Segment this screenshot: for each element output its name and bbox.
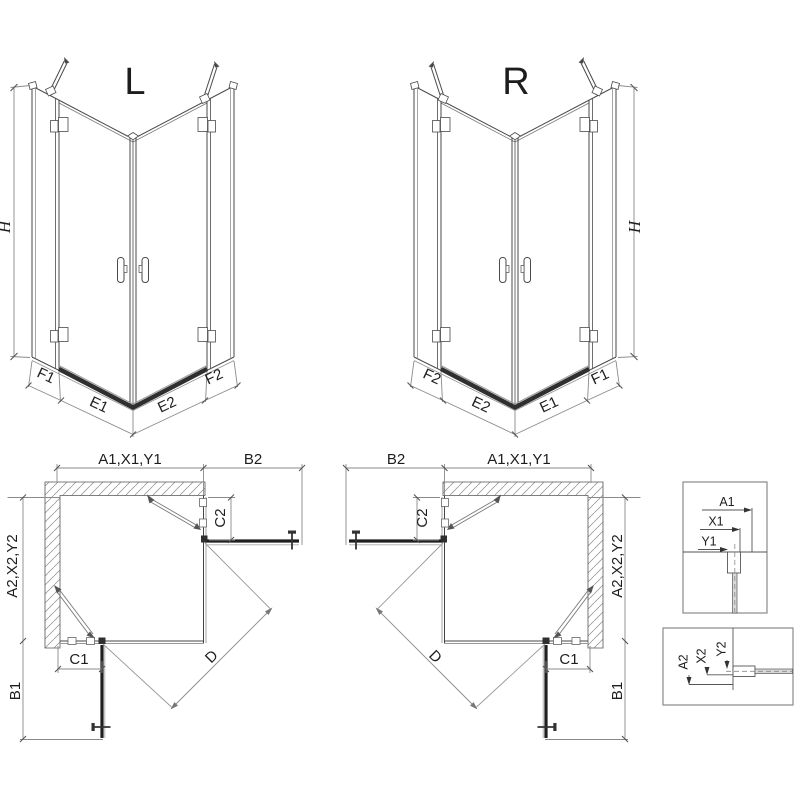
detail-bottom-x2-label: X2 xyxy=(695,648,709,663)
glass-panels xyxy=(31,85,235,411)
iso-right-labels: R H F2 E2 E1 F1 xyxy=(420,61,644,417)
support-bars-plan xyxy=(54,494,201,639)
variant-label-right: R xyxy=(502,61,529,103)
door-open-bottom xyxy=(91,645,111,738)
e2-label-left: E2 xyxy=(155,393,179,416)
e1-label-right: E1 xyxy=(537,393,561,416)
detail-top-y1-label: Y1 xyxy=(701,535,716,549)
iso-left-labels: L H F1 E1 E2 F2 xyxy=(0,61,226,417)
e2-label-right: E2 xyxy=(469,393,493,416)
plan-right-width-label: A1,X1,Y1 xyxy=(487,451,550,468)
plan-left-c1-label: C1 xyxy=(69,651,88,668)
detail-top-x1-label: X1 xyxy=(708,515,723,529)
door-hinges xyxy=(50,117,216,343)
plan-left-d-label: D xyxy=(202,647,222,667)
detail-top-frame xyxy=(682,481,768,614)
door-open-side xyxy=(206,530,299,550)
detail-bottom-y2-label: Y2 xyxy=(715,641,729,656)
door-handles xyxy=(117,257,149,283)
plan-right-depth-label: A2,X2,Y2 xyxy=(609,534,626,597)
plan-left-b1-label: B1 xyxy=(7,682,24,700)
plan-left-width-label: A1,X1,Y1 xyxy=(98,451,161,468)
plan-dimension-lines xyxy=(7,464,306,743)
variant-label-left: L xyxy=(124,61,145,103)
plan-right-c1-label: C1 xyxy=(559,651,578,668)
detail-bottom-frame xyxy=(662,627,794,706)
plan-right-b1-label: B1 xyxy=(609,682,626,700)
plan-left-b2-label: B2 xyxy=(244,451,262,468)
wall-profile-detail-top: A1 X1 Y1 xyxy=(682,481,768,614)
wall-brackets xyxy=(67,498,207,645)
plan-left-c2-label: C2 xyxy=(212,508,229,527)
plan-right-wall xyxy=(442,481,604,649)
plan-left-depth-label: A2,X2,Y2 xyxy=(4,534,21,597)
f2-label-left: F2 xyxy=(203,366,226,389)
support-bars xyxy=(44,57,220,105)
threshold-rail xyxy=(57,365,209,411)
door-swing-lines xyxy=(102,542,272,708)
f2-label-right: F2 xyxy=(420,366,443,389)
height-label-right: H xyxy=(625,219,644,234)
e1-label-left: E1 xyxy=(87,393,111,416)
hinge-hardware xyxy=(98,535,208,644)
plan-view-geometry-left xyxy=(7,464,306,743)
wall-profile-section-top xyxy=(727,551,741,574)
f1-label-right: F1 xyxy=(589,366,612,389)
wall-profile-detail-bottom: A2 X2 Y2 xyxy=(662,627,794,706)
plan-left-wall xyxy=(44,481,206,649)
f1-label-left: F1 xyxy=(34,365,57,388)
detail-bottom-a2-label: A2 xyxy=(677,654,691,669)
detail-bottom-lines xyxy=(686,628,734,690)
iso-dimension-lines xyxy=(10,83,241,438)
detail-top-a1-label: A1 xyxy=(719,495,734,509)
plan-right-d-label: D xyxy=(425,647,445,667)
profile-caps xyxy=(28,81,238,141)
iso-enclosure-geometry-left xyxy=(10,57,241,438)
detail-top-lines xyxy=(683,507,767,553)
plan-right-b2-label: B2 xyxy=(387,451,405,468)
plan-right-c2-label: C2 xyxy=(414,508,431,527)
plan-right-labels: B2 A1,X1,Y1 C2 A2,X2,Y2 C1 B1 D xyxy=(387,451,626,700)
height-label-left: H xyxy=(0,219,14,234)
